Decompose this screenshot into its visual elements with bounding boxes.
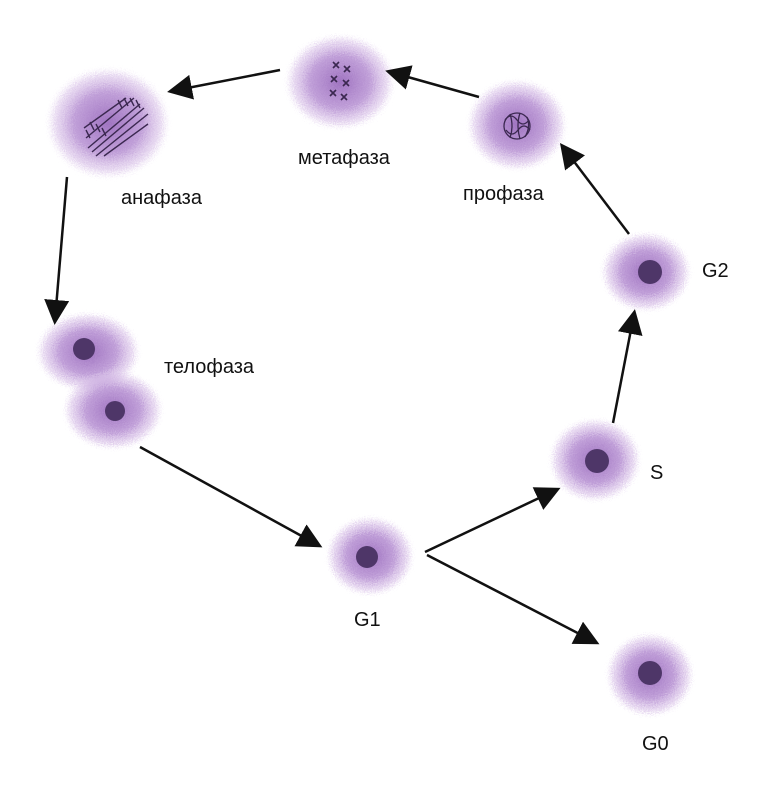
anaphase-spindle	[83, 97, 149, 157]
arrows	[44, 65, 643, 645]
cell-metaphase	[285, 34, 395, 130]
label-metaphase: метафаза	[298, 147, 391, 169]
arrow-telophase-to-g1	[139, 445, 323, 548]
cell-anaphase	[46, 67, 170, 179]
label-g2: G2	[702, 260, 729, 282]
cell-g0	[606, 633, 694, 717]
cell-prophase	[467, 79, 567, 171]
label-anaphase: анафаза	[121, 187, 203, 209]
labels: метафаза анафаза профаза телофаза G2 S G…	[121, 147, 729, 755]
cell-g1	[326, 516, 414, 596]
arrow-anaphase-to-telophase	[44, 176, 70, 325]
telophase-nucleus-2	[105, 401, 125, 421]
arrow-g2-to-prophase	[559, 143, 630, 235]
cell-telophase	[36, 312, 163, 450]
g2-nucleus	[638, 260, 662, 284]
cell-g2	[601, 232, 691, 312]
arrow-g1-to-g0	[426, 553, 600, 645]
s-nucleus	[585, 449, 609, 473]
label-prophase: профаза	[463, 183, 545, 205]
label-s: S	[650, 462, 663, 484]
telophase-nucleus-1	[73, 338, 95, 360]
cells	[36, 34, 694, 717]
cell-s	[549, 418, 641, 502]
arrow-prophase-to-metaphase	[385, 65, 480, 99]
g0-nucleus	[638, 661, 662, 685]
metaphase-chromosomes	[329, 61, 351, 101]
label-g1: G1	[354, 609, 381, 631]
label-g0: G0	[642, 733, 669, 755]
g1-nucleus	[356, 546, 378, 568]
arrow-s-to-g2	[611, 309, 643, 424]
arrow-metaphase-to-anaphase	[167, 68, 281, 100]
prophase-chromatin	[503, 112, 531, 140]
arrow-g1-to-s	[424, 487, 561, 554]
label-telophase: телофаза	[164, 356, 255, 378]
